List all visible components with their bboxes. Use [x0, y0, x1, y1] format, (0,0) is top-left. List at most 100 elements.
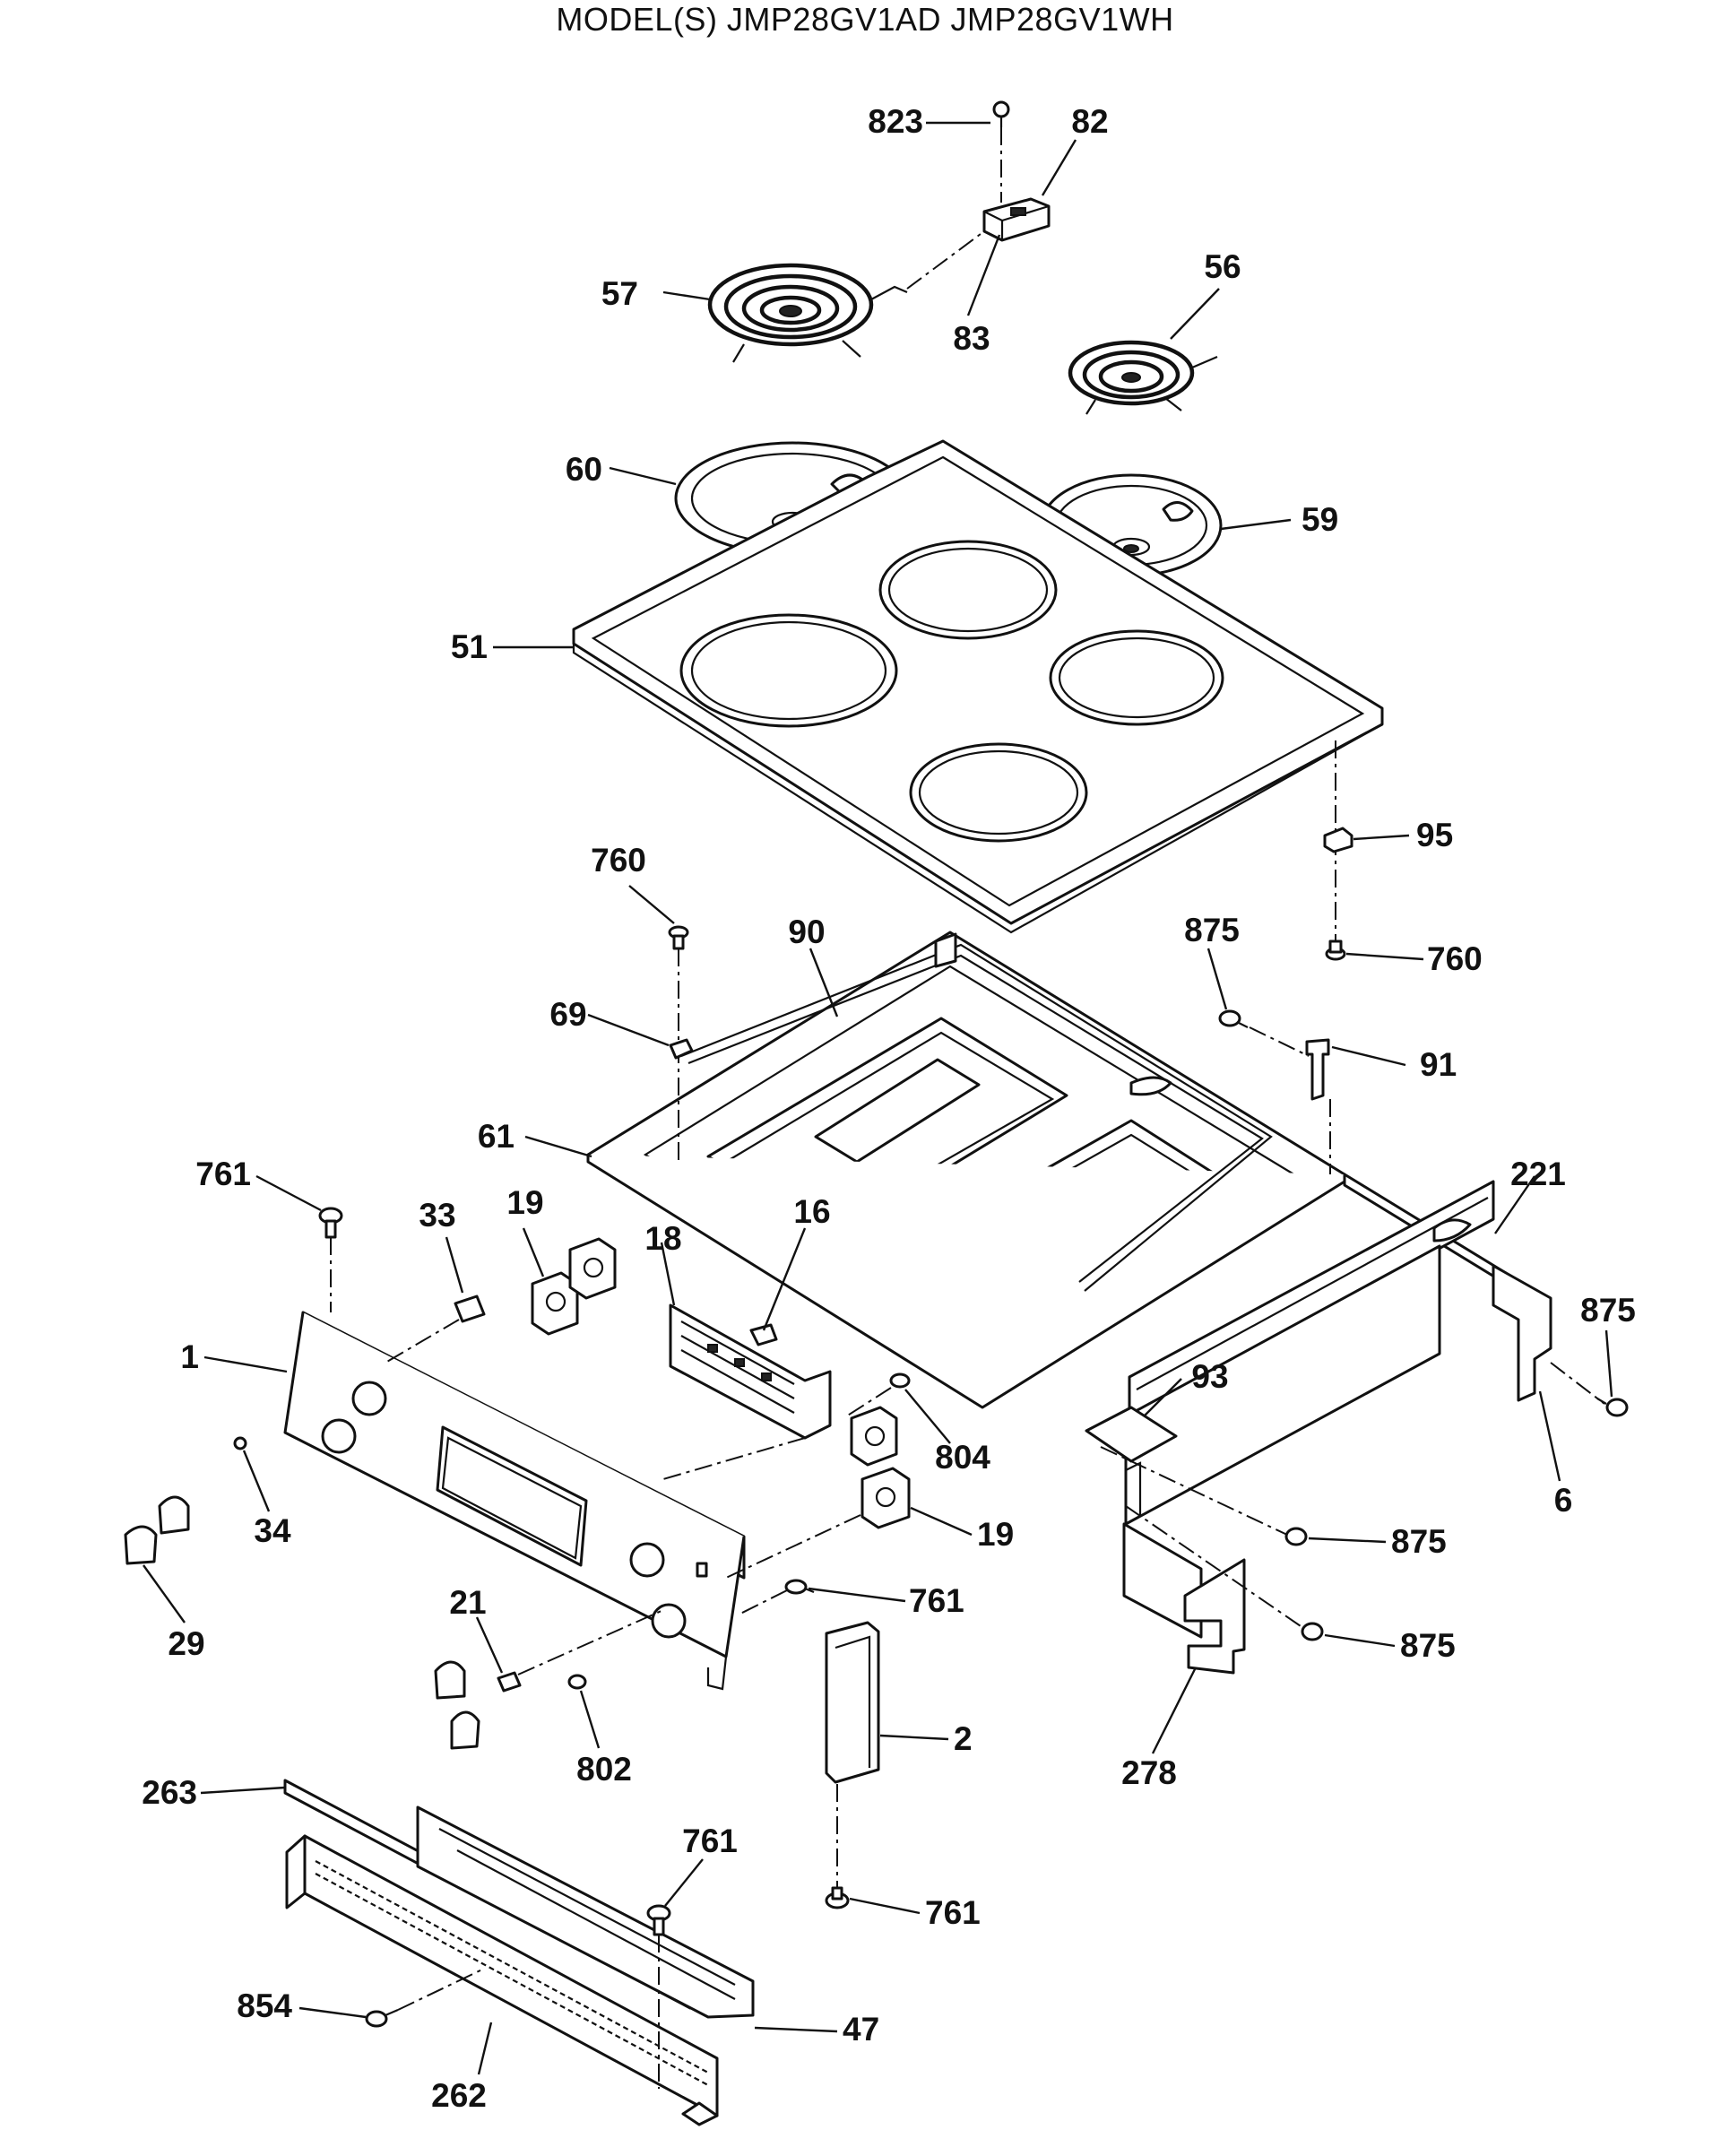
part-6-corner-bracket — [1492, 1264, 1552, 1402]
part-61-main-top-frame — [586, 931, 1508, 1409]
leader-278 — [1151, 1667, 1198, 1754]
leader-16 — [762, 1227, 807, 1331]
leader-19b — [910, 1506, 973, 1537]
leader-761c — [664, 1858, 704, 1907]
callout-875-top: 875 — [1184, 912, 1240, 948]
part-82-receptacle — [982, 197, 1051, 242]
callout-95: 95 — [1416, 817, 1453, 853]
leader-19a — [522, 1227, 545, 1277]
leader-761a — [255, 1174, 322, 1212]
callout-83: 83 — [953, 320, 990, 357]
callout-61: 61 — [478, 1118, 515, 1155]
callout-21: 21 — [449, 1584, 486, 1621]
leader-90 — [809, 948, 839, 1017]
leader-59 — [1220, 518, 1292, 531]
callout-263: 263 — [142, 1774, 197, 1811]
part-29-knobs — [124, 1495, 190, 1565]
part-854-screw — [365, 2008, 399, 2028]
leader-263 — [200, 1786, 286, 1795]
callout-1: 1 — [180, 1338, 199, 1375]
callout-761-top: 761 — [195, 1156, 251, 1192]
callout-802: 802 — [576, 1751, 632, 1788]
leader-69 — [587, 1013, 670, 1047]
part-91-bracket — [1305, 1038, 1330, 1101]
part-1-control-panel — [283, 1311, 746, 1691]
callout-82: 82 — [1071, 103, 1108, 140]
callout-18: 18 — [644, 1220, 681, 1257]
callout-33: 33 — [419, 1197, 455, 1234]
callout-823: 823 — [868, 103, 923, 140]
part-side-panel — [1124, 1244, 1441, 1526]
leader-804 — [904, 1389, 951, 1444]
part-33-switch — [454, 1294, 486, 1323]
leader-61 — [524, 1135, 592, 1158]
callout-34: 34 — [254, 1512, 291, 1549]
part-69-clip — [669, 1038, 694, 1060]
part-875-screw-top — [1218, 1009, 1249, 1028]
leader-2 — [879, 1734, 949, 1741]
callout-19-lower: 19 — [977, 1516, 1014, 1553]
leader-875a — [1206, 948, 1228, 1010]
callout-56: 56 — [1204, 248, 1241, 285]
part-262-vent-grille — [285, 1834, 719, 2126]
part-51-cooktop — [572, 439, 1384, 934]
part-761-screw-bottom-right — [825, 1886, 850, 1909]
model-title: MODEL(S) JMP28GV1AD JMP28GV1WH — [556, 1, 1173, 38]
leader-83 — [966, 234, 1001, 316]
leader-33 — [445, 1236, 464, 1294]
part-34-plug — [233, 1436, 247, 1450]
callout-57: 57 — [601, 275, 638, 312]
callout-875-mid: 875 — [1391, 1523, 1447, 1560]
part-21-switch — [497, 1671, 522, 1693]
callout-761-bottom-right: 761 — [925, 1894, 981, 1931]
part-19-infinite-switches-lower — [850, 1406, 911, 1529]
callout-760-right: 760 — [1427, 940, 1483, 977]
callout-761-mid: 761 — [909, 1582, 964, 1619]
leader-18 — [660, 1242, 676, 1306]
part-57-large-surface-unit — [707, 263, 908, 363]
leader-29 — [143, 1564, 186, 1623]
leader-56 — [1170, 288, 1220, 340]
leader-802 — [579, 1690, 601, 1749]
leader-95 — [1353, 834, 1410, 841]
part-875-screw-mid — [1284, 1527, 1308, 1546]
callout-2: 2 — [954, 1720, 973, 1757]
callout-262: 262 — [431, 2077, 487, 2114]
callout-804: 804 — [935, 1439, 990, 1476]
callout-875-right: 875 — [1580, 1292, 1636, 1329]
leader-875b — [1604, 1329, 1613, 1398]
callout-875-low: 875 — [1400, 1627, 1456, 1664]
leader-221 — [1494, 1175, 1535, 1234]
part-19-infinite-switches-upper — [531, 1237, 617, 1336]
leader-47 — [754, 2026, 838, 2033]
leader-34 — [242, 1450, 271, 1512]
part-761-screw-bottom-left — [646, 1904, 671, 1936]
part-93-insulation-pad — [1085, 1406, 1178, 1463]
part-804-screw — [889, 1372, 911, 1389]
callout-19-upper: 19 — [506, 1184, 543, 1221]
part-760-screw-right — [1325, 939, 1346, 961]
leader-854 — [298, 2006, 367, 2019]
callout-6: 6 — [1554, 1482, 1573, 1519]
part-18-clock-board — [669, 1303, 832, 1440]
part-875-screw-right — [1596, 1398, 1629, 1417]
callout-760-left: 760 — [591, 842, 646, 879]
part-2-bracket — [825, 1621, 880, 1784]
callout-93: 93 — [1191, 1358, 1228, 1395]
callout-60: 60 — [566, 451, 602, 488]
callout-90: 90 — [788, 913, 825, 950]
part-56-small-surface-unit — [1068, 340, 1218, 415]
leader-82 — [1041, 139, 1077, 196]
part-802-screw — [567, 1674, 587, 1690]
callout-59: 59 — [1302, 501, 1338, 538]
part-761-screw-top-left — [318, 1207, 343, 1239]
callout-29: 29 — [168, 1625, 204, 1662]
part-761-screw-mid — [784, 1579, 815, 1595]
part-90-rear-rail — [680, 932, 1273, 1292]
part-875-screw-low — [1301, 1622, 1324, 1641]
part-29-knobs-lower — [434, 1660, 480, 1750]
leader-760a — [628, 885, 675, 924]
part-823-screw — [992, 100, 1010, 127]
part-760-screw-left — [668, 925, 689, 950]
